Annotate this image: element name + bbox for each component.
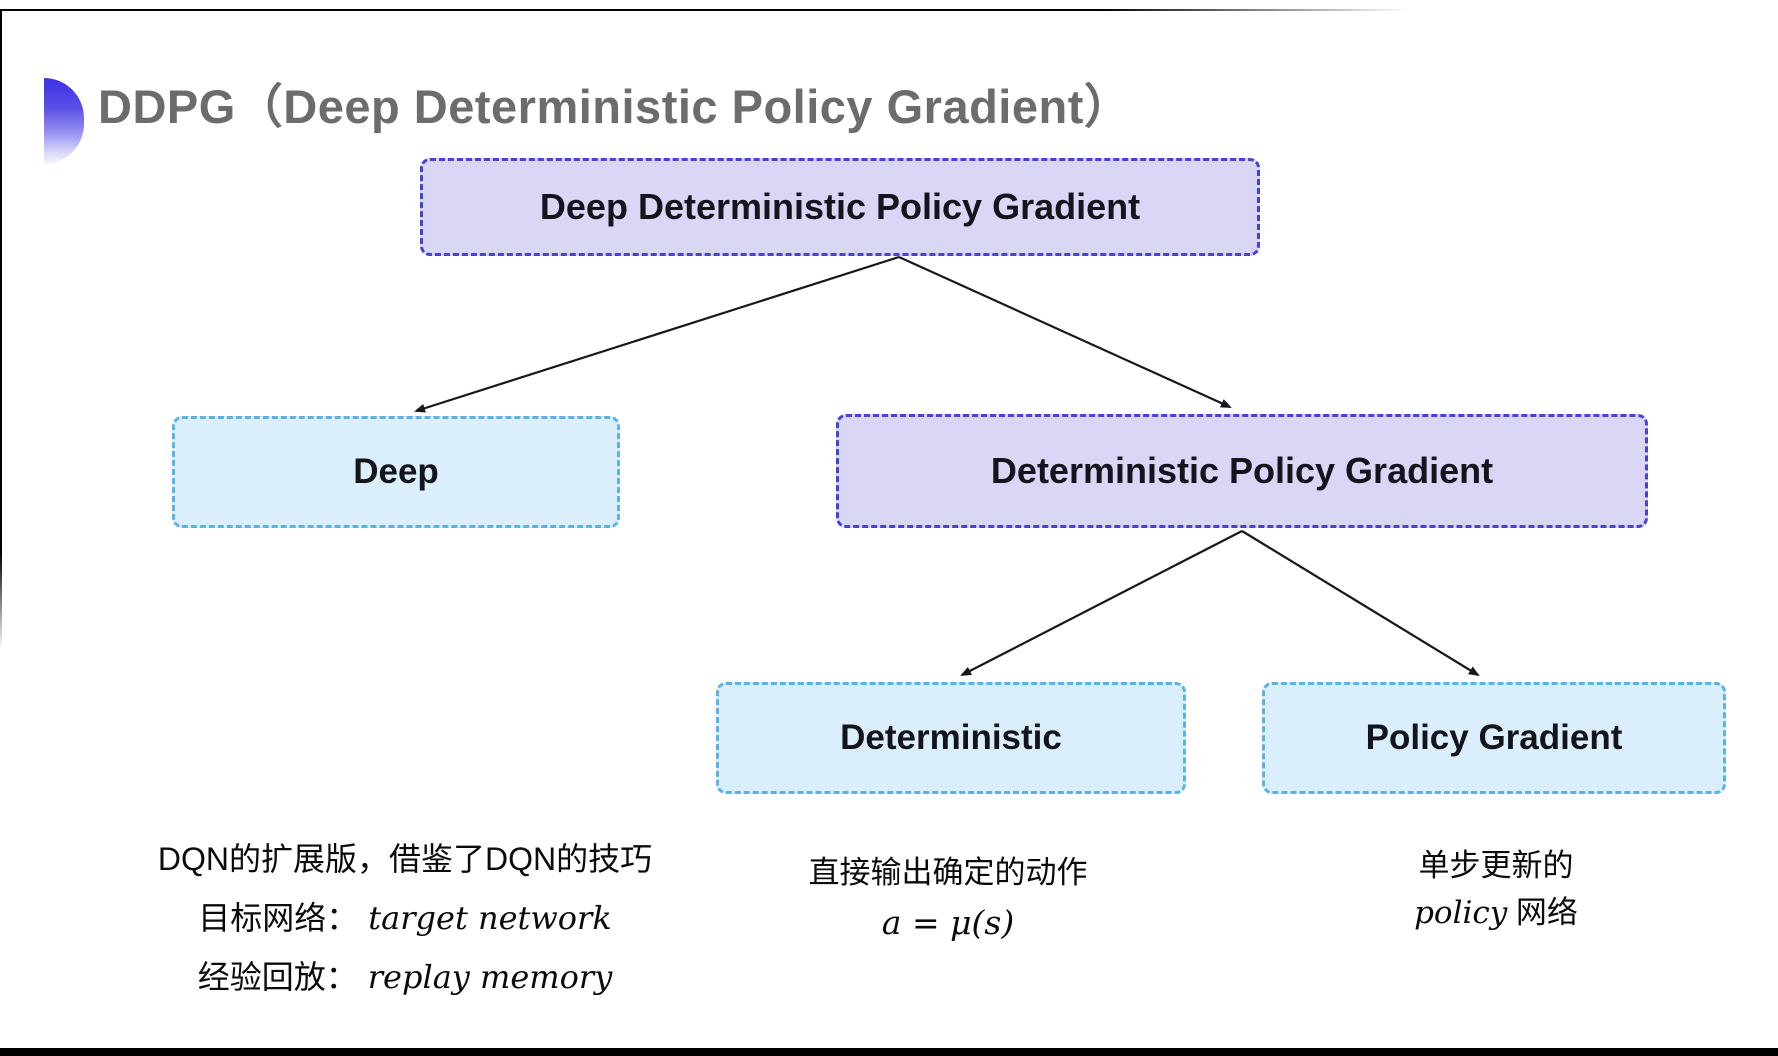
- node-deterministic-label: Deterministic: [840, 718, 1062, 757]
- node-deterministic-policy-gradient: Deterministic Policy Gradient: [836, 414, 1648, 528]
- title-bullet-icon: [44, 78, 84, 164]
- edge-dpg-deterministic: [960, 530, 1243, 676]
- note-deep-line1: DQN的扩展版，借鉴了DQN的技巧: [157, 841, 653, 877]
- node-dpg-label: Deterministic Policy Gradient: [990, 450, 1494, 491]
- edge-dpg-policy-gradient: [1241, 530, 1480, 677]
- node-ddpg-label: Deep Deterministic Policy Gradient: [539, 186, 1141, 227]
- page-title: DDPG（Deep Deterministic Policy Gradient）: [98, 80, 1132, 133]
- note-policy-gradient-line2-italic: policy: [1414, 895, 1508, 931]
- node-policy-gradient-label: Policy Gradient: [1365, 718, 1623, 757]
- node-deep-label: Deep: [353, 452, 439, 491]
- note-policy-gradient: 单步更新的 policy 网络: [1296, 842, 1696, 937]
- node-ddpg: Deep Deterministic Policy Gradient: [420, 158, 1260, 256]
- note-deterministic-line1: 直接输出确定的动作: [808, 855, 1088, 890]
- note-deep-line2-label: 目标网络：: [198, 900, 359, 936]
- note-policy-gradient-line1: 单步更新的: [1418, 848, 1574, 883]
- note-deep-line2: 目标网络：target network: [110, 889, 700, 948]
- frame-top-edge: [0, 9, 1410, 11]
- note-deep-line2-value: target network: [368, 899, 612, 937]
- frame-left-edge: [0, 9, 2, 649]
- note-policy-gradient-line2: policy 网络: [1296, 889, 1696, 937]
- note-deterministic-equation: a = μ(s): [881, 903, 1015, 942]
- note-deterministic: 直接输出确定的动作 a = μ(s): [748, 848, 1148, 948]
- edge-ddpg-deep: [414, 255, 900, 413]
- note-deep-line3: 经验回放：replay memory: [110, 948, 700, 1007]
- note-deep-line3-value: replay memory: [367, 958, 613, 996]
- node-policy-gradient: Policy Gradient: [1262, 682, 1726, 794]
- note-deep-line3-label: 经验回放：: [197, 959, 358, 995]
- node-deterministic: Deterministic: [716, 682, 1186, 794]
- note-deep: DQN的扩展版，借鉴了DQN的技巧 目标网络：target network 经验…: [110, 830, 700, 1007]
- note-policy-gradient-line2-rest: 网络: [1507, 895, 1578, 930]
- edge-ddpg-dpg: [898, 255, 1232, 409]
- frame-bottom-edge: [0, 1048, 1778, 1056]
- node-deep: Deep: [172, 416, 620, 528]
